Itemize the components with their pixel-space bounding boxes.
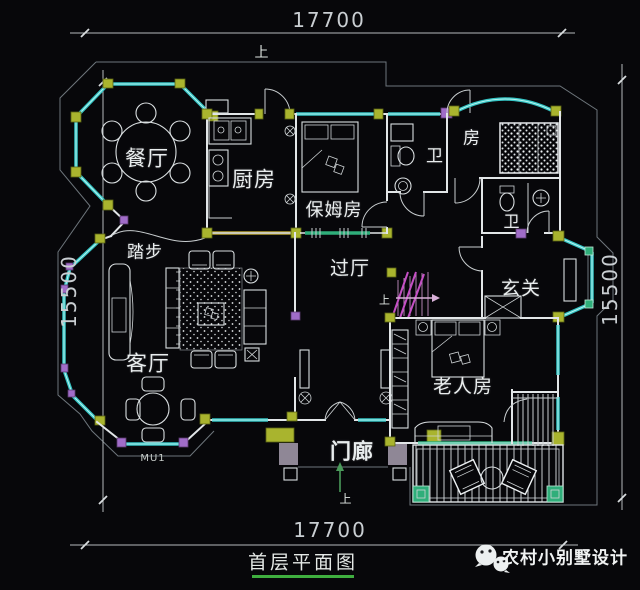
up-annotation-stairs: 上 [379, 293, 391, 307]
dining-table-set [101, 102, 191, 202]
left-bay-window [60, 233, 113, 426]
hall-walls [290, 232, 393, 421]
up-annotation-porch: 上 [339, 492, 353, 506]
kitchen-fixtures [208, 117, 252, 219]
dimension-bottom: 17700 [293, 518, 367, 542]
title-underline [252, 575, 354, 578]
bathroom-top [386, 89, 471, 217]
room-label-porch: 门廊 [330, 439, 374, 464]
room-label-dining: 餐厅 [125, 146, 169, 171]
drawing-title: 首层平面图 [247, 551, 359, 574]
porch [279, 401, 407, 492]
lounge-chair [448, 458, 486, 496]
dimension-left: 15500 [57, 254, 81, 328]
room-label-bath-right: 卫 [503, 212, 521, 231]
lounge-chair [500, 458, 538, 496]
bathroom-right [481, 177, 559, 239]
wechat-icon [475, 544, 510, 573]
living-table-set [125, 376, 196, 443]
nanny-room [284, 113, 388, 238]
eave-outline [57, 61, 614, 506]
living-sofa-set [165, 250, 267, 369]
dimension-right: 15500 [598, 252, 622, 326]
living-bay-bottom [95, 411, 442, 448]
tv-cabinet [108, 263, 134, 361]
room-label-room-top: 房 [463, 128, 481, 149]
room-label-bath-top: 卫 [426, 146, 444, 167]
watermark-text: 农村小别墅设计 [502, 548, 628, 569]
room-label-elder: 老人房 [432, 375, 494, 398]
room-label-hall: 过厅 [329, 257, 371, 280]
room-top-right [448, 97, 562, 234]
door-code-label: MU1 [140, 453, 166, 464]
room-label-kitchen: 厨房 [232, 167, 276, 192]
up-annotation-top: 上 [254, 45, 270, 61]
room-label-foyer: 玄关 [500, 277, 542, 300]
foyer [458, 230, 594, 323]
dimension-top: 17700 [292, 8, 366, 32]
room-label-steps: 踏步 [127, 242, 163, 263]
elder-room [384, 312, 565, 447]
stairs [386, 267, 440, 319]
room-label-living: 客厅 [126, 351, 170, 376]
terrace-deck [412, 444, 564, 503]
room-label-nanny: 保姆房 [305, 200, 363, 221]
